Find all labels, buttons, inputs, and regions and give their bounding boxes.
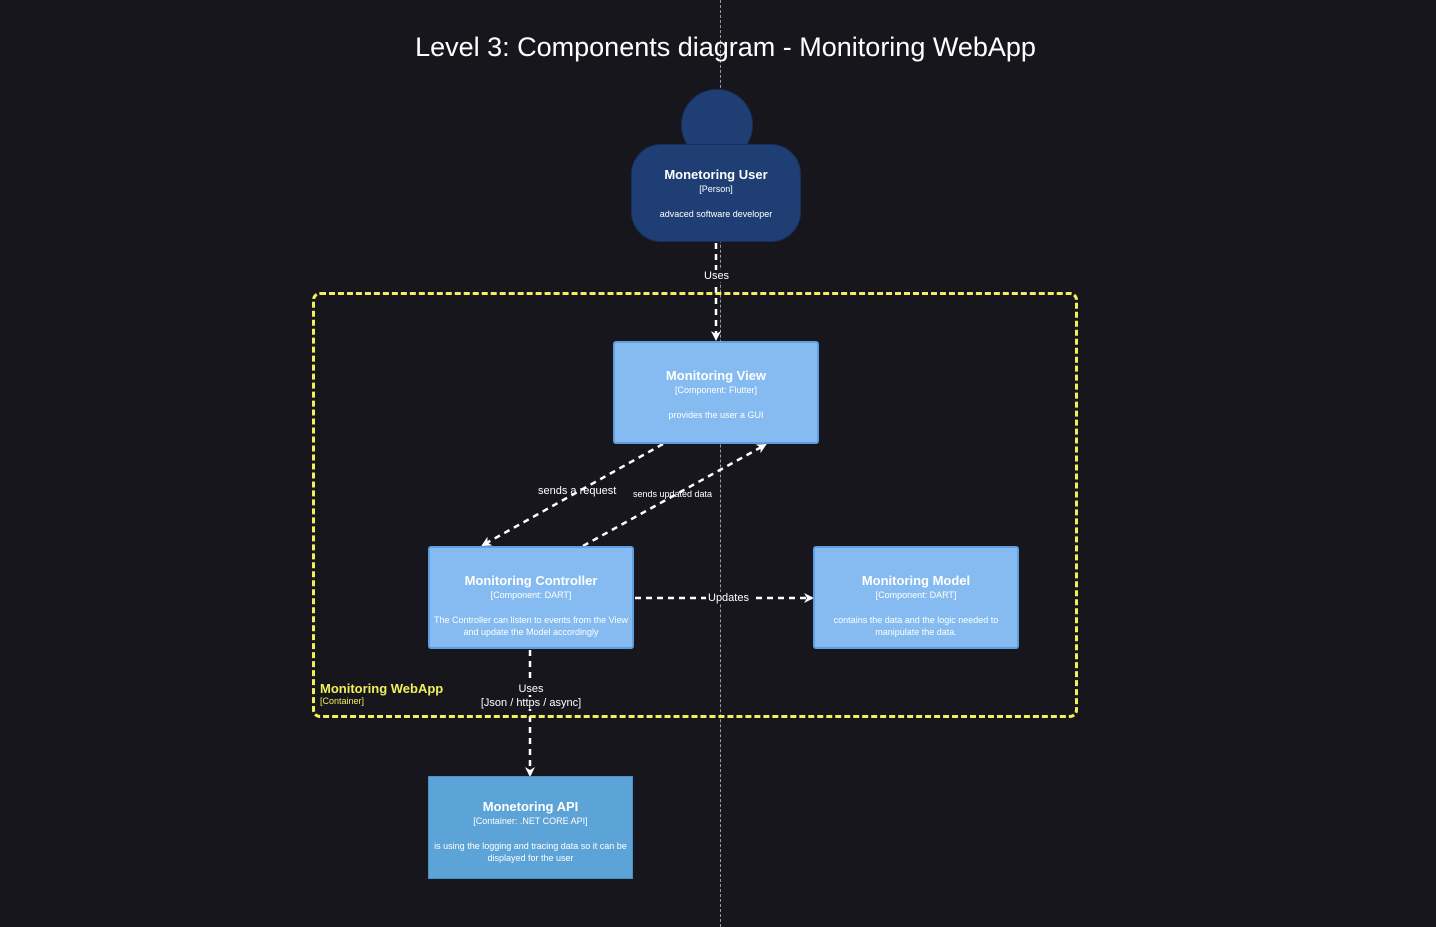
component-monitoring-view[interactable]: Monitoring View [Component: Flutter] pro… bbox=[613, 341, 819, 444]
edge-label-controller-to-model: Updates bbox=[706, 592, 751, 604]
container-description: is using the logging and tracing data so… bbox=[434, 841, 627, 863]
person-monetoring-user[interactable]: Monetoring User [Person] advaced softwar… bbox=[631, 144, 801, 242]
edge-label-user-to-view: Uses bbox=[702, 270, 732, 282]
edge-view-to-controller bbox=[481, 442, 664, 547]
component-description: The Controller can listen to events from… bbox=[434, 615, 628, 637]
component-name: Monitoring View bbox=[665, 368, 767, 383]
container-name: Monetoring API bbox=[482, 799, 579, 814]
edge-label-controller-to-api: Uses bbox=[516, 683, 546, 695]
component-description: contains the data and the logic needed t… bbox=[833, 615, 999, 637]
container-tech: [Container: .NET CORE API] bbox=[473, 816, 588, 826]
center-guide-line bbox=[720, 0, 721, 927]
person-name: Monetoring User bbox=[664, 167, 768, 182]
diagram-title: Level 3: Components diagram - Monitoring… bbox=[415, 32, 1036, 62]
container-boundary-label: Monitoring WebApp [Container] bbox=[320, 681, 443, 706]
component-monitoring-controller[interactable]: Monitoring Controller [Component: DART] … bbox=[428, 546, 634, 649]
component-name: Monitoring Controller bbox=[464, 573, 598, 588]
component-tech: [Component: Flutter] bbox=[674, 385, 758, 395]
container-boundary bbox=[312, 292, 1078, 718]
component-monitoring-model[interactable]: Monitoring Model [Component: DART] conta… bbox=[813, 546, 1019, 649]
edge-controller-to-view bbox=[582, 443, 767, 548]
edge-label-controller-to-api-tech: [Json / https / async] bbox=[470, 697, 592, 709]
person-type: [Person] bbox=[699, 184, 733, 194]
edge-label-controller-to-api-group: Uses [Json / https / async] bbox=[470, 679, 592, 709]
boundary-name: Monitoring WebApp bbox=[320, 681, 444, 696]
edge-label-controller-to-view: sends updated data bbox=[633, 489, 713, 499]
edge-label-view-to-controller: sends a request bbox=[538, 485, 617, 497]
component-tech: [Component: DART] bbox=[875, 590, 957, 600]
component-name: Monitoring Model bbox=[861, 573, 971, 588]
container-monetoring-api[interactable]: Monetoring API [Container: .NET CORE API… bbox=[428, 776, 633, 879]
component-tech: [Component: DART] bbox=[490, 590, 572, 600]
component-description: provides the user a GUI bbox=[668, 410, 764, 420]
boundary-type: [Container] bbox=[320, 696, 365, 706]
person-description: advaced software developer bbox=[659, 209, 773, 219]
